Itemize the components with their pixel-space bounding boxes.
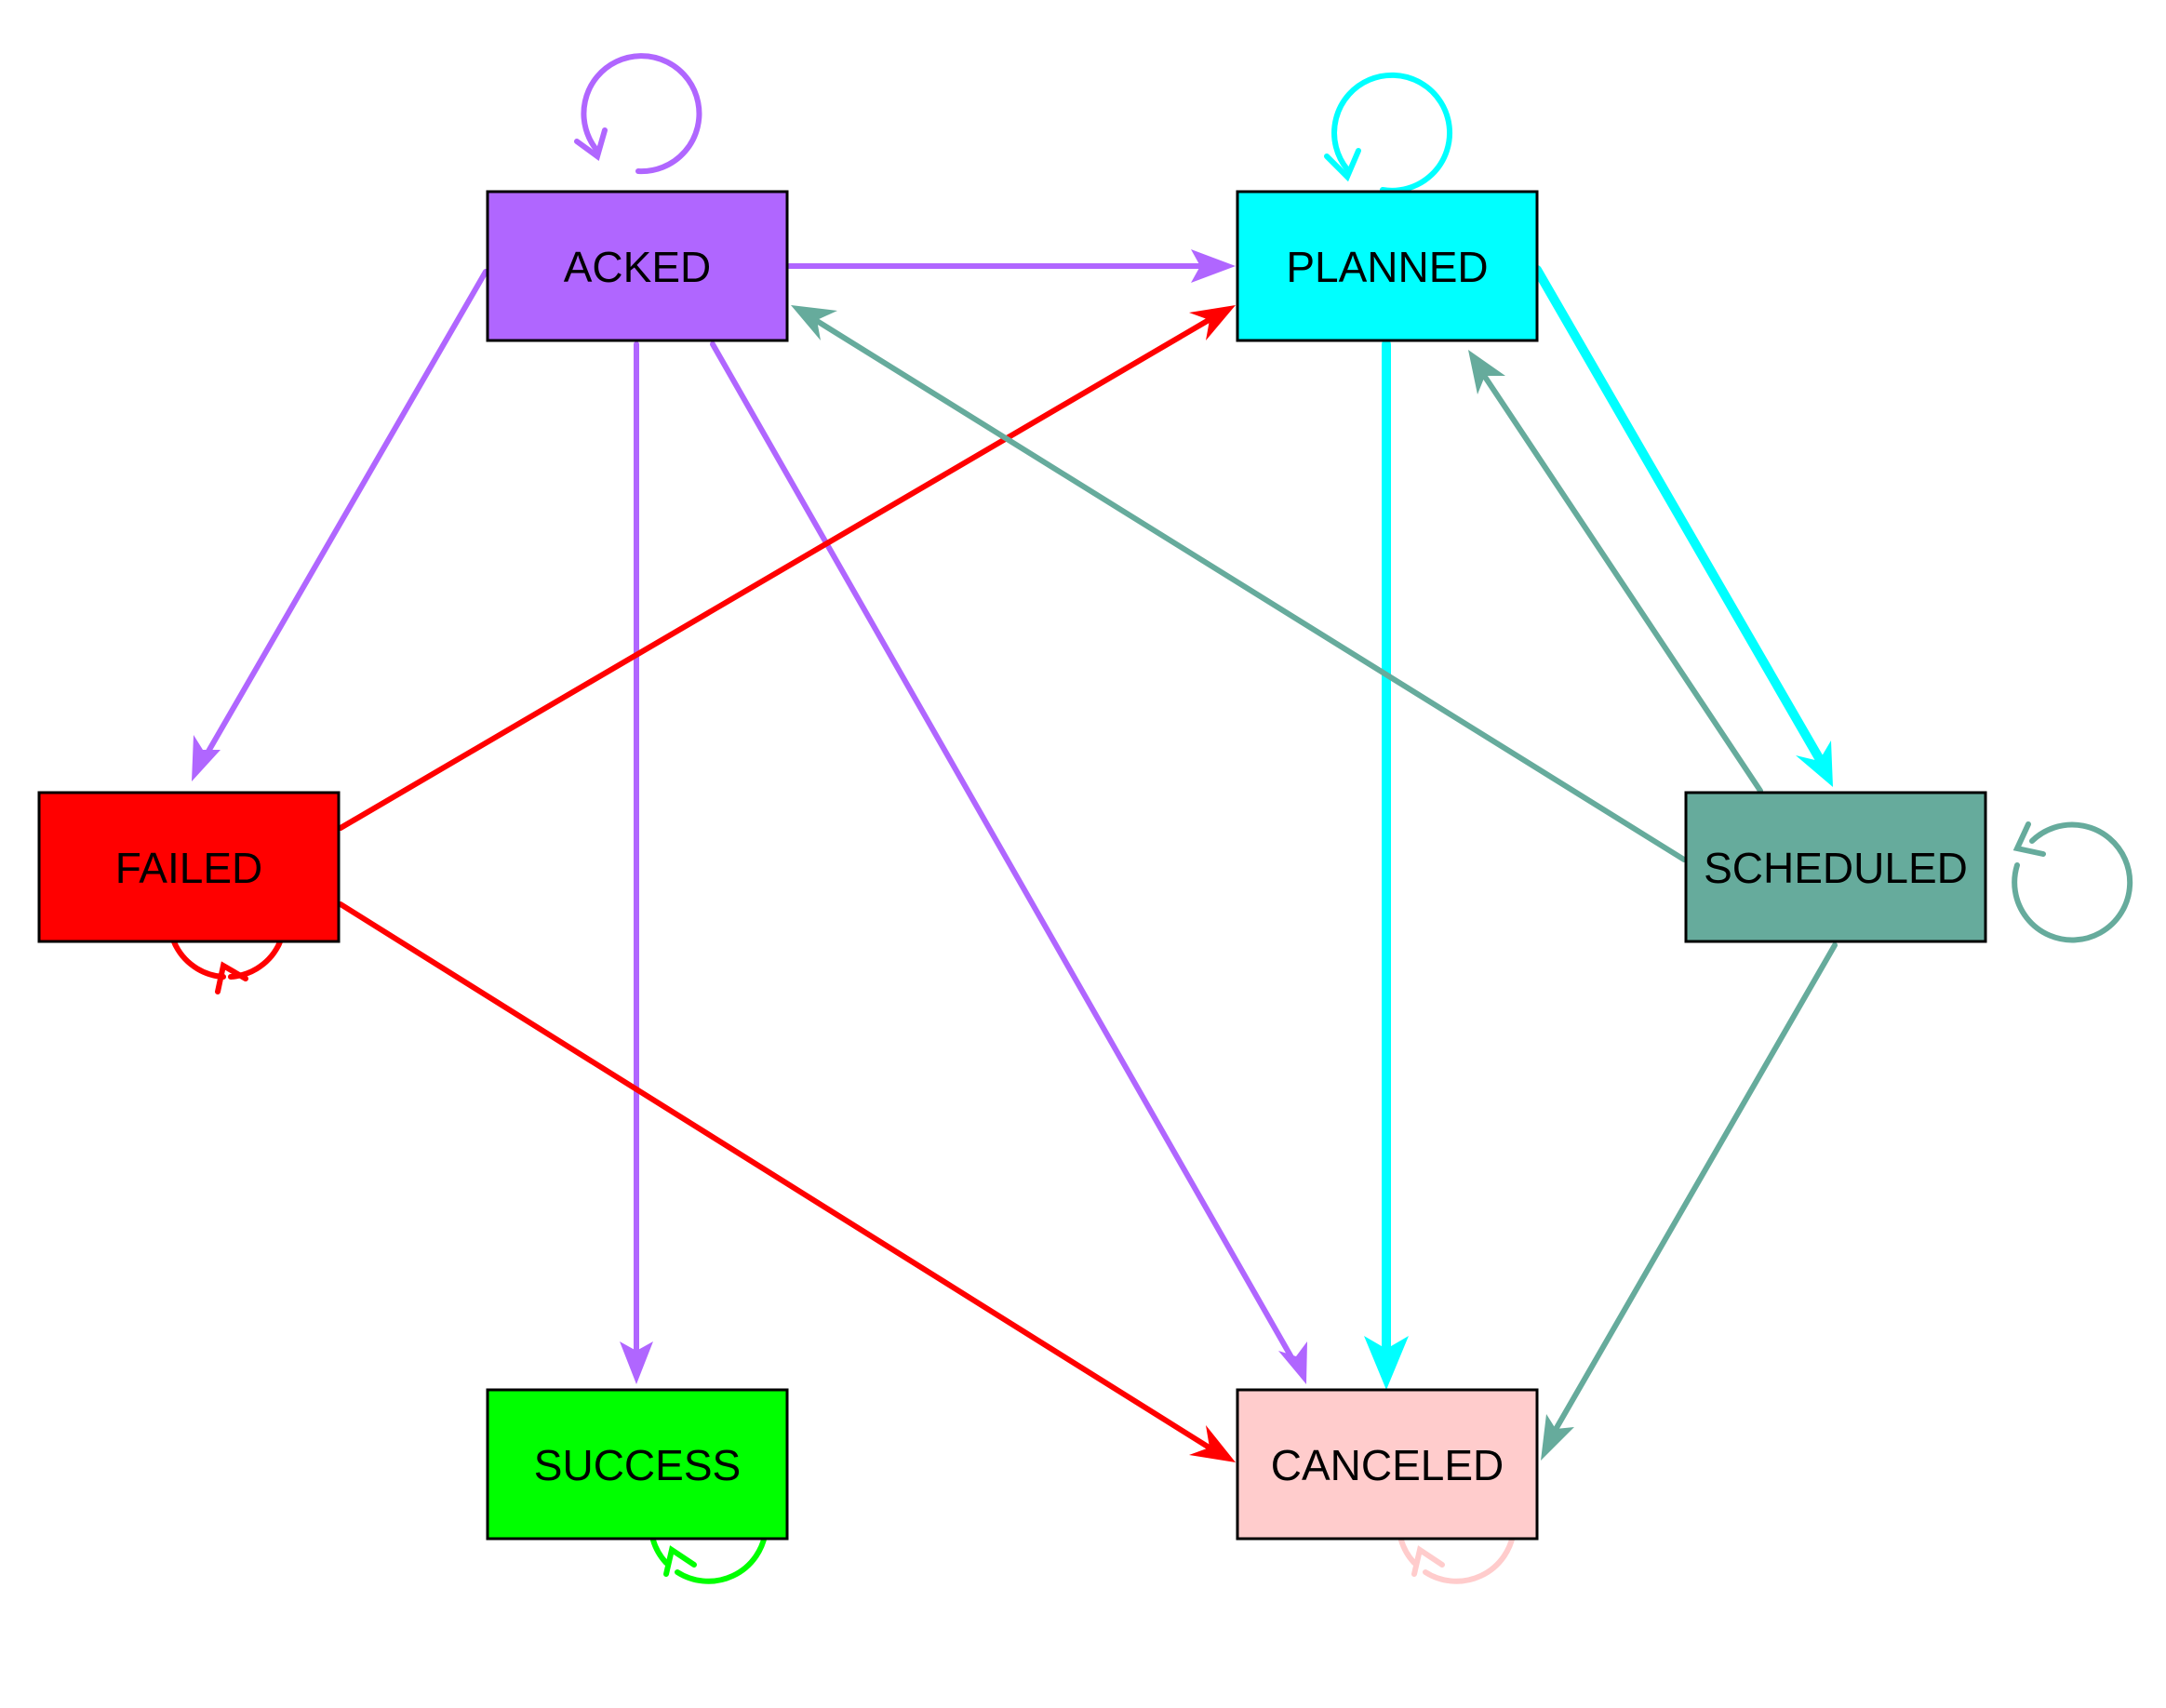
arrowhead-acked-to-success	[620, 1341, 653, 1384]
node-planned-box	[1236, 190, 1539, 342]
loop-scheduled-arrowhead	[2012, 821, 2046, 857]
loop-acked[interactable]	[574, 53, 702, 175]
node-success-box	[486, 1388, 789, 1541]
node-failed-box	[37, 791, 341, 943]
loop-planned[interactable]	[1324, 72, 1452, 193]
arrowhead-failed-to-canceled	[1189, 1425, 1236, 1462]
edge-failed-to-canceled[interactable]	[338, 901, 1218, 1454]
arrowhead-planned-to-canceled	[1364, 1336, 1409, 1390]
arrowhead-scheduled-to-planned	[1468, 350, 1505, 394]
arrowhead-acked-to-planned	[1191, 249, 1236, 283]
loop-failed-arrowhead	[215, 961, 248, 994]
loop-acked-arrowhead	[574, 127, 608, 161]
edge-scheduled-to-canceled[interactable]	[1551, 942, 1838, 1435]
node-scheduled-label: SCHEDULED	[1704, 844, 1968, 892]
node-canceled-label: CANCELED	[1271, 1441, 1504, 1489]
arrowhead-planned-to-scheduled	[1796, 741, 1833, 787]
loop-planned-arrowhead	[1324, 148, 1361, 182]
node-acked[interactable]: ACKED	[486, 190, 789, 342]
node-acked-box	[486, 190, 789, 342]
node-success-label: SUCCESS	[534, 1441, 741, 1489]
loop-planned-path	[1331, 72, 1452, 193]
node-success[interactable]: SUCCESS	[486, 1388, 789, 1541]
arrowhead-failed-to-planned	[1189, 305, 1236, 340]
loop-scheduled-path	[2012, 821, 2133, 943]
node-canceled-box	[1236, 1388, 1539, 1541]
arrowhead-scheduled-to-canceled	[1541, 1414, 1574, 1461]
node-planned[interactable]: PLANNED	[1236, 190, 1539, 342]
loop-success-arrowhead	[663, 1545, 697, 1577]
arrowhead-acked-to-canceled	[1278, 1341, 1307, 1384]
edge-acked-to-failed[interactable]	[200, 269, 488, 764]
edge-failed-to-planned[interactable]	[338, 314, 1218, 831]
edge-planned-to-scheduled[interactable]	[1532, 265, 1826, 767]
edge-scheduled-to-planned[interactable]	[1477, 366, 1763, 794]
nodes-layer: ACKED PLANNED FAILED SCHEDULED SUCCESS C…	[37, 190, 1987, 1541]
arrowhead-scheduled-to-acked	[791, 305, 837, 340]
arrowhead-acked-to-failed	[192, 735, 221, 781]
self-loops-layer	[167, 53, 2133, 1584]
node-failed[interactable]: FAILED	[37, 791, 341, 943]
loop-canceled-arrowhead	[1411, 1545, 1445, 1577]
node-planned-label: PLANNED	[1286, 243, 1488, 291]
node-acked-label: ACKED	[564, 243, 711, 291]
node-failed-label: FAILED	[115, 844, 263, 892]
node-canceled[interactable]: CANCELED	[1236, 1388, 1539, 1541]
edge-acked-to-canceled[interactable]	[710, 341, 1298, 1367]
node-scheduled-box	[1684, 791, 1987, 943]
edge-scheduled-to-acked[interactable]	[807, 314, 1687, 862]
node-scheduled[interactable]: SCHEDULED	[1684, 791, 1987, 943]
loop-acked-path	[581, 53, 702, 175]
loop-scheduled[interactable]	[2012, 821, 2133, 943]
edges-layer	[192, 249, 1838, 1462]
